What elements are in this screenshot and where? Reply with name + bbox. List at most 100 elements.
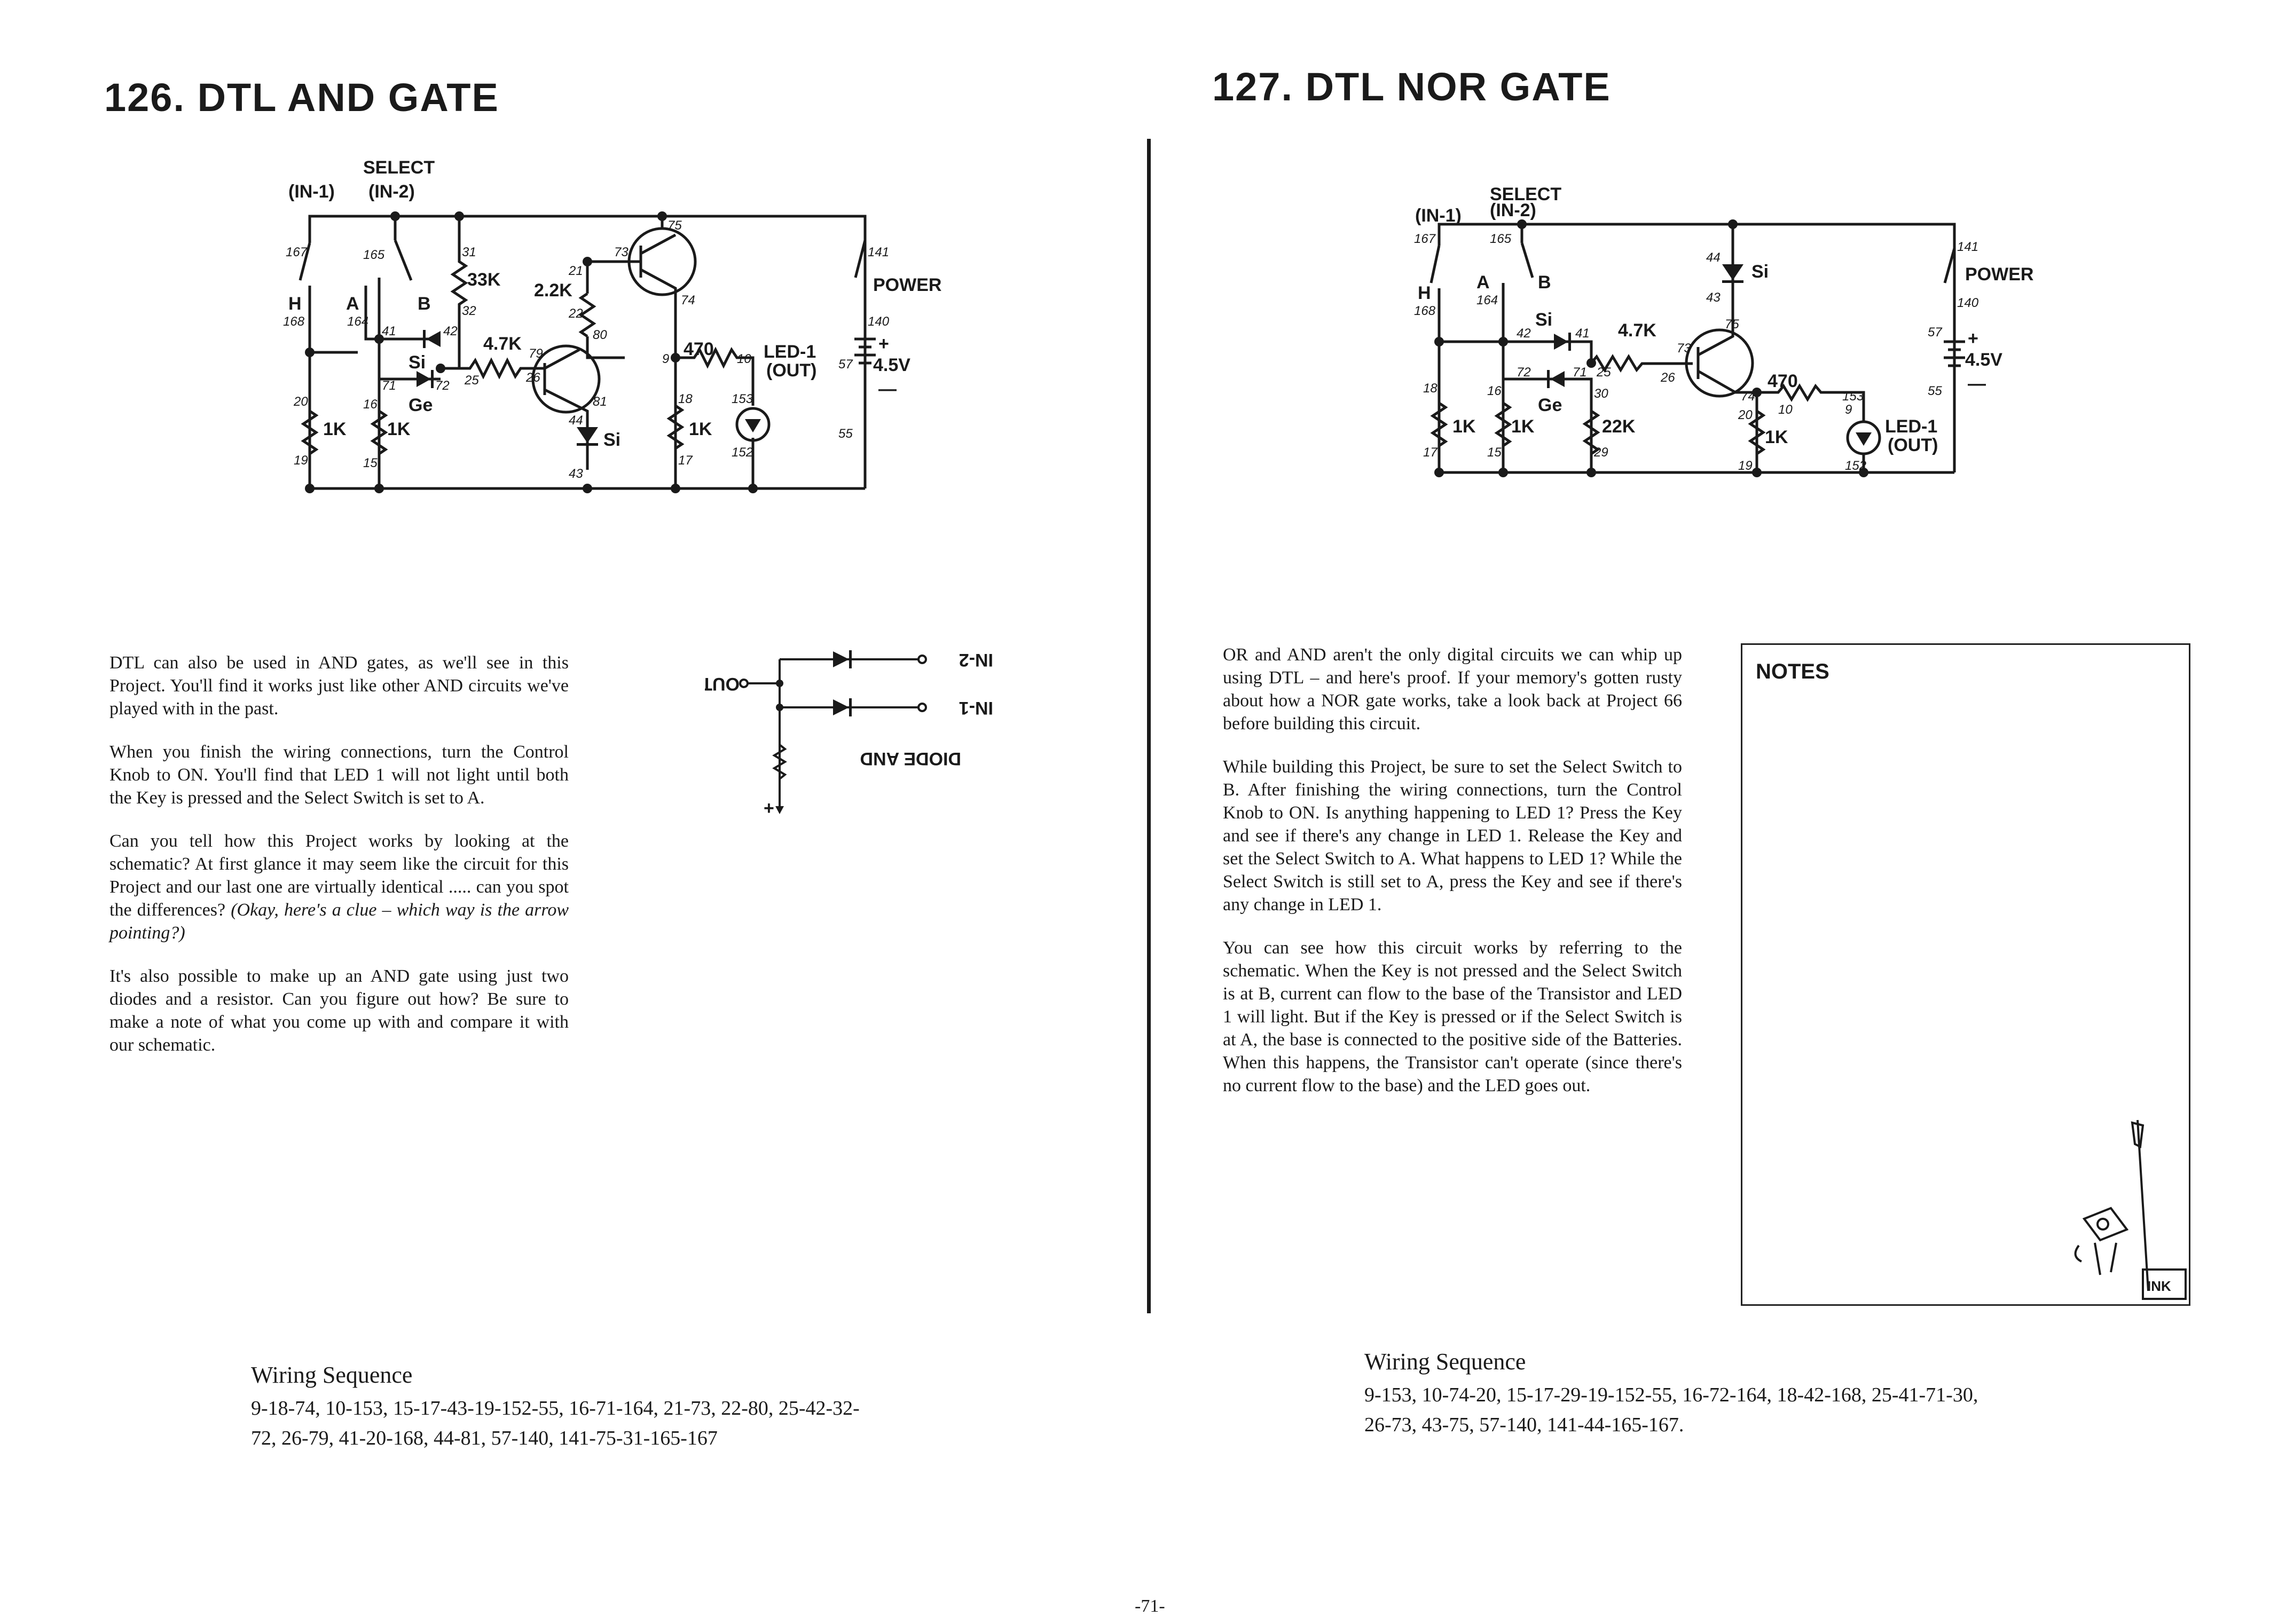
ink-mascot-illustration: INK [2074, 1120, 2187, 1300]
terminal-label: 20 [293, 395, 308, 409]
power-label: POWER [1965, 264, 2033, 285]
si1-label: Si [409, 352, 426, 373]
terminal-label: 141 [868, 245, 889, 259]
left-paragraph-italic: (Okay, here's a clue – which way is the … [109, 900, 569, 943]
terminal-label: 41 [382, 324, 396, 338]
right-schematic: SELECT (IN-1) (IN-2) Si Si 4.7K Ge 1K 1K… [1414, 184, 2033, 477]
terminal-label: 72 [435, 379, 450, 393]
right-paragraph: While building this Project, be sure to … [1223, 757, 1682, 915]
volt-label: 4.5V [873, 355, 910, 375]
r1kb-label: 1K [1511, 416, 1535, 437]
in2-label: (IN-2) [368, 182, 415, 202]
r1kb-label: 1K [387, 419, 411, 439]
r47k-label: 4.7K [1618, 320, 1656, 341]
left-paragraph: It's also possible to make up an AND gat… [109, 966, 569, 1055]
notes-box: NOTES INK [1741, 643, 2190, 1306]
diode-out-label: OUT [705, 674, 740, 694]
in1-label: (IN-1) [1415, 206, 1462, 226]
terminal-label: 72 [1517, 365, 1531, 380]
terminal-label: 152 [732, 445, 753, 460]
left-wiring-heading: Wiring Sequence [251, 1362, 413, 1388]
terminal-label: 153 [732, 392, 753, 406]
terminal-label: 75 [667, 218, 682, 233]
left-paragraph: DTL can also be used in AND gates, as we… [109, 653, 569, 719]
right-paragraph: OR and AND aren't the only digital circu… [1223, 645, 1682, 734]
diode-plus-label: + [764, 798, 774, 818]
terminal-label: 10 [1778, 403, 1793, 417]
terminal-label: 43 [569, 467, 583, 481]
r22k-label: 2.2K [534, 280, 572, 301]
si1-label: Si [1751, 262, 1769, 282]
terminal-label: 21 [568, 264, 583, 278]
terminal-label: 32 [462, 304, 476, 318]
right-wiring-line: 9-153, 10-74-20, 15-17-29-19-152-55, 16-… [1364, 1384, 1978, 1406]
left-body-text: DTL can also be used in AND gates, as we… [109, 651, 569, 1077]
terminal-label: 140 [1957, 296, 1979, 310]
notes-heading: NOTES [1756, 660, 1829, 683]
r33k-label: 33K [467, 270, 501, 290]
terminal-label: 18 [1423, 381, 1438, 396]
plus-label: + [1968, 328, 1978, 349]
terminal-label: 29 [1593, 445, 1608, 460]
switch-a-label: A [1476, 272, 1490, 293]
left-wiring-line: 72, 26-79, 41-20-168, 44-81, 57-140, 141… [251, 1427, 718, 1449]
terminal-label: 79 [529, 346, 543, 361]
r1ka-label: 1K [323, 419, 347, 439]
terminal-label: 30 [1594, 387, 1608, 401]
terminal-label: 41 [1575, 326, 1590, 341]
terminal-label: 44 [1706, 250, 1721, 265]
terminal-label: 165 [1490, 232, 1512, 246]
terminal-label: 153 [1842, 389, 1864, 404]
terminal-label: 141 [1957, 240, 1978, 254]
terminal-label: 80 [593, 328, 607, 342]
terminal-label: 43 [1706, 290, 1721, 305]
switch-b-label: B [418, 294, 431, 314]
diode-and-schematic: IN-2 IN-1 OUT DIODE AND + [705, 650, 993, 818]
led-label: LED-1 [1885, 416, 1937, 437]
terminal-label: 17 [678, 453, 693, 468]
right-paragraph: You can see how this circuit works by re… [1223, 938, 1682, 1095]
ink-label: INK [2147, 1278, 2171, 1294]
terminal-label: 164 [347, 314, 368, 329]
terminal-label: 55 [838, 427, 853, 441]
minus-label: — [878, 379, 897, 399]
diode-in1-label: IN-1 [959, 698, 993, 718]
terminal-label: 74 [681, 293, 695, 308]
terminal-label: 17 [1423, 445, 1438, 460]
volt-label: 4.5V [1965, 350, 2002, 370]
terminal-label: 18 [678, 392, 693, 406]
terminal-label: 10 [737, 352, 751, 366]
right-wiring-sequence: 9-153, 10-74-20, 15-17-29-19-152-55, 16-… [1364, 1380, 2069, 1440]
terminal-label: 168 [283, 314, 305, 329]
right-project-title: 127. DTL NOR GATE [1212, 65, 1611, 109]
terminal-label: 42 [1517, 326, 1531, 341]
terminal-label: 16 [1487, 384, 1502, 398]
select-label: SELECT [363, 157, 435, 178]
terminal-label: 168 [1414, 304, 1436, 318]
page-divider [1147, 139, 1151, 1313]
left-schematic: SELECT (IN-1) (IN-2) 33K 2.2K 4.7K Si Ge… [283, 157, 941, 493]
diode-and-label: DIODE AND [860, 748, 961, 769]
terminal-label: 73 [1677, 341, 1691, 356]
r1kc-label: 1K [689, 419, 712, 439]
terminal-label: 26 [525, 370, 540, 385]
ge-label: Ge [409, 395, 433, 415]
switch-b-label: B [1538, 272, 1551, 293]
left-paragraph: Can you tell how this Project works by l… [109, 830, 569, 944]
r1ka-label: 1K [1452, 416, 1476, 437]
minus-label: — [1968, 374, 1986, 394]
terminal-label: 19 [294, 453, 308, 468]
terminal-label: 57 [1928, 325, 1943, 340]
terminal-label: 167 [1414, 232, 1436, 246]
terminal-label: 9 [662, 352, 669, 366]
left-paragraph: When you finish the wiring connections, … [109, 742, 569, 808]
left-wiring-sequence: 9-18-74, 10-153, 15-17-43-19-152-55, 16-… [251, 1393, 945, 1453]
terminal-label: 20 [1738, 408, 1753, 422]
terminal-label: 57 [838, 357, 853, 372]
terminal-label: 55 [1928, 384, 1942, 398]
terminal-label: 71 [1573, 365, 1587, 380]
si2-label: Si [1535, 310, 1552, 330]
out-label: (OUT) [766, 360, 816, 381]
in1-label: (IN-1) [288, 182, 335, 202]
terminal-label: 15 [363, 456, 378, 470]
